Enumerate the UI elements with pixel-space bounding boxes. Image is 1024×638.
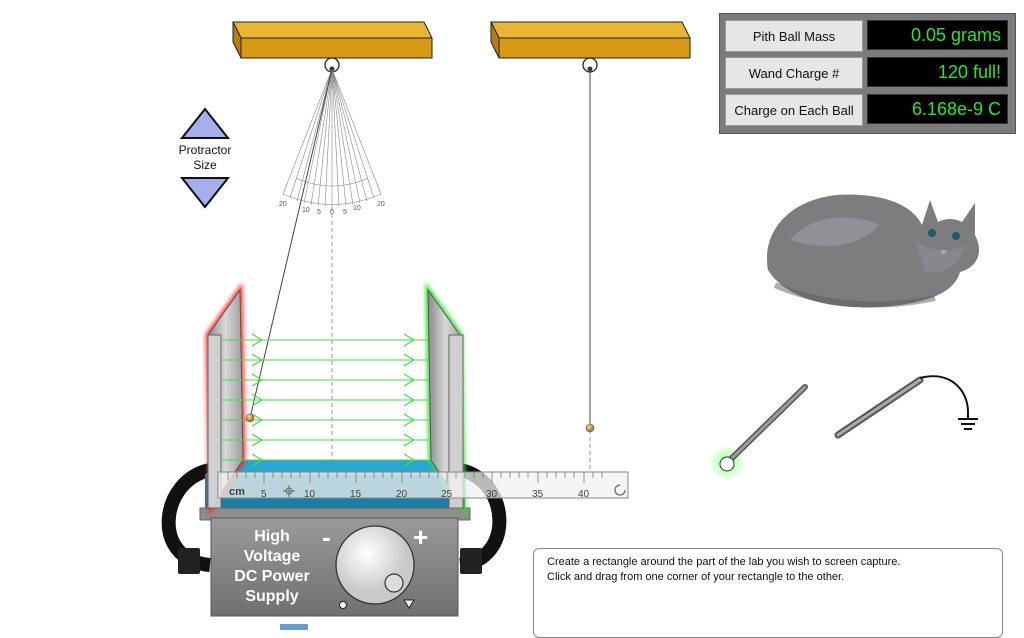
protractor-tick-label: 5 bbox=[317, 209, 321, 216]
instructions-line1: Create a rectangle around the part of th… bbox=[547, 556, 901, 568]
power-supply bbox=[178, 517, 482, 617]
protractor-size-down-button[interactable] bbox=[179, 177, 231, 209]
protractor-tick-label: 0 bbox=[330, 209, 334, 216]
power-supply-label-line1: High bbox=[254, 528, 290, 545]
power-supply-label-line3: DC Power bbox=[234, 568, 310, 585]
rotate-icon[interactable] bbox=[614, 484, 626, 496]
minus-sign: - bbox=[322, 522, 331, 552]
protractor[interactable] bbox=[282, 68, 382, 208]
protractor-size-label-line1: Protractor bbox=[178, 143, 232, 157]
grounding-probe[interactable] bbox=[834, 375, 969, 439]
knob-grip[interactable] bbox=[384, 573, 404, 593]
plus-sign: + bbox=[413, 522, 429, 552]
protractor-size-up-button[interactable] bbox=[179, 107, 231, 139]
protractor-tick-label: 10 bbox=[353, 205, 361, 212]
protractor-tick-label: 20 bbox=[377, 201, 385, 208]
protractor-tick-label: 10 bbox=[302, 207, 310, 214]
ruler-tick-label: 35 bbox=[532, 489, 544, 500]
ruler-unit-label: cm bbox=[229, 486, 245, 498]
power-supply-label-line4: Supply bbox=[245, 588, 299, 605]
protractor-tick-label: 20 bbox=[279, 201, 287, 208]
protractor-size-label-line2: Size bbox=[193, 158, 217, 172]
ruler-tick-label: 10 bbox=[304, 489, 316, 500]
pith-ball-mass-value: 0.05 grams bbox=[867, 20, 1008, 50]
ground-icon bbox=[958, 412, 978, 430]
screen-capture-instructions: Create a rectangle around the part of th… bbox=[533, 548, 1003, 638]
ruler-tick-label: 30 bbox=[486, 489, 498, 500]
readout-panel: Pith Ball Mass 0.05 grams Wand Charge # … bbox=[719, 13, 1016, 134]
knob-min-marker bbox=[339, 601, 347, 609]
cat-image[interactable] bbox=[766, 194, 980, 308]
charge-on-each-ball-label: Charge on Each Ball bbox=[725, 94, 863, 126]
wand-charge-label: Wand Charge # bbox=[725, 57, 863, 89]
thread-left bbox=[249, 68, 333, 419]
pith-ball-left[interactable] bbox=[245, 413, 255, 423]
pith-ball-right[interactable] bbox=[585, 423, 595, 433]
electric-field-lines bbox=[222, 333, 428, 467]
ruler-tick-label: 5 bbox=[261, 489, 267, 500]
ruler-tick-label: 15 bbox=[350, 489, 362, 500]
support-bar-left bbox=[232, 21, 433, 59]
charging-wand[interactable] bbox=[709, 384, 808, 481]
readout-row-ball-charge: Charge on Each Ball 6.168e-9 C bbox=[725, 94, 1010, 126]
pith-ball-mass-label: Pith Ball Mass bbox=[725, 20, 863, 52]
negative-plate[interactable] bbox=[425, 281, 466, 517]
ruler-tick-label: 40 bbox=[578, 489, 590, 500]
protractor-size-label: Protractor Size bbox=[170, 143, 240, 173]
power-supply-label: High Voltage DC Power Supply bbox=[222, 527, 322, 607]
ruler-tick-label: 25 bbox=[441, 489, 453, 500]
capacitor-base-top bbox=[205, 460, 465, 475]
voltage-knob[interactable] bbox=[335, 525, 415, 605]
instructions-line2: Click and drag from one corner of your r… bbox=[547, 571, 845, 583]
ruler[interactable]: cm 5 10 15 20 25 30 35 40 bbox=[217, 471, 629, 500]
ruler-tick-label: 20 bbox=[396, 489, 408, 500]
power-supply-label-line2: Voltage bbox=[243, 548, 301, 565]
knob-max-marker bbox=[403, 599, 415, 609]
charge-on-each-ball-value: 6.168e-9 C bbox=[867, 94, 1008, 124]
support-bar-right bbox=[490, 21, 691, 59]
move-icon[interactable] bbox=[283, 485, 295, 497]
readout-row-wand-charge: Wand Charge # 120 full! bbox=[725, 57, 1010, 89]
wand-charge-value: 120 full! bbox=[867, 57, 1008, 87]
protractor-scale: 20 10 5 0 5 10 20 bbox=[279, 201, 385, 216]
protractor-tick-label: 5 bbox=[343, 209, 347, 216]
readout-row-mass: Pith Ball Mass 0.05 grams bbox=[725, 20, 1010, 52]
